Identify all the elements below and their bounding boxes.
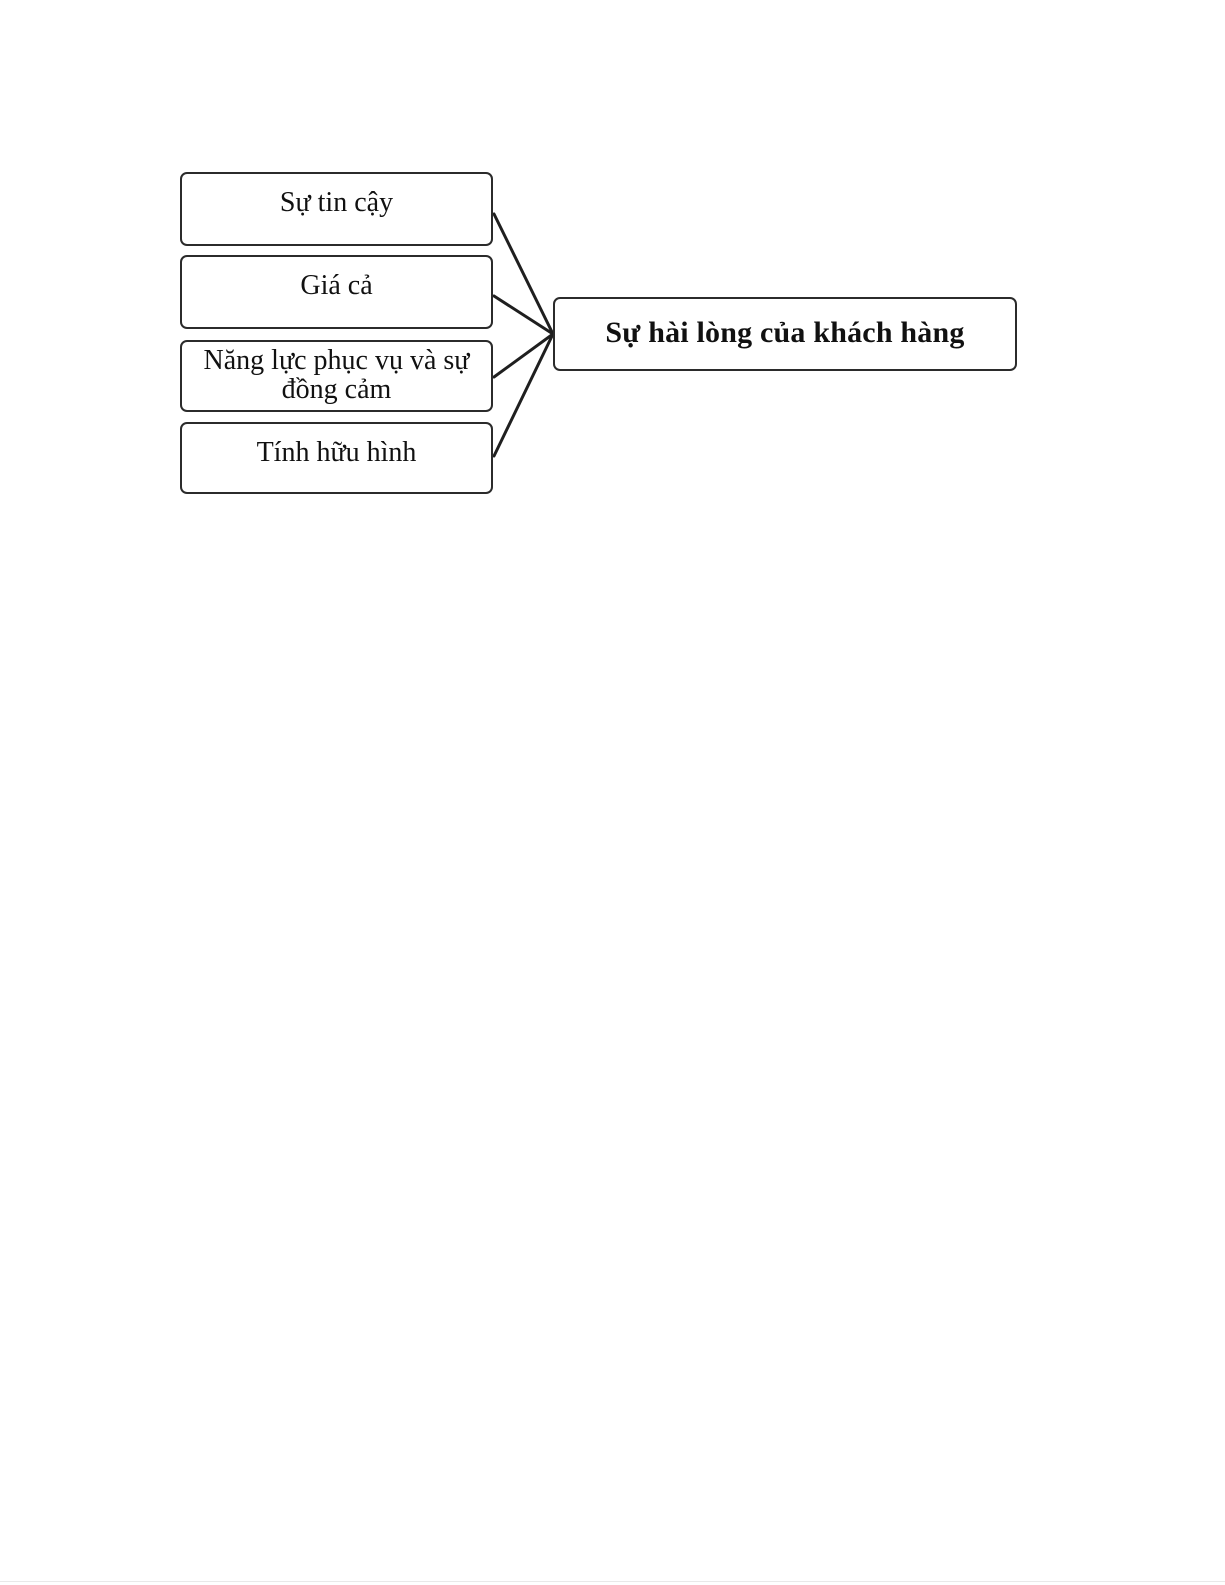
outcome-label-customer-satisfaction: Sự hài lòng của khách hàng [605,315,965,349]
connector-tangible-to-satisfaction [492,332,555,458]
factor-label-price: Giá cả [300,270,373,301]
factor-box-tangibles[interactable]: Tính hữu hình [180,422,493,494]
factor-label-trust: Sự tin cậy [279,187,394,218]
factor-box-service-capacity-and-empathy[interactable]: Năng lực phục vụ và sự đồng cảm [180,340,493,412]
factor-label-service-capacity-and-empathy: Năng lực phục vụ và sự đồng cảm [203,345,470,405]
connector-trust-to-satisfaction [492,212,555,336]
page-bottom-edge [0,1581,1225,1582]
connector-price-to-satisfaction [492,294,555,336]
connector-capacity-to-satisfaction [492,332,555,379]
factor-label-tangibles: Tính hữu hình [256,437,417,468]
factor-box-trust[interactable]: Sự tin cậy [180,172,493,246]
factor-box-price[interactable]: Giá cả [180,255,493,329]
outcome-box-customer-satisfaction[interactable]: Sự hài lòng của khách hàng [553,297,1017,371]
